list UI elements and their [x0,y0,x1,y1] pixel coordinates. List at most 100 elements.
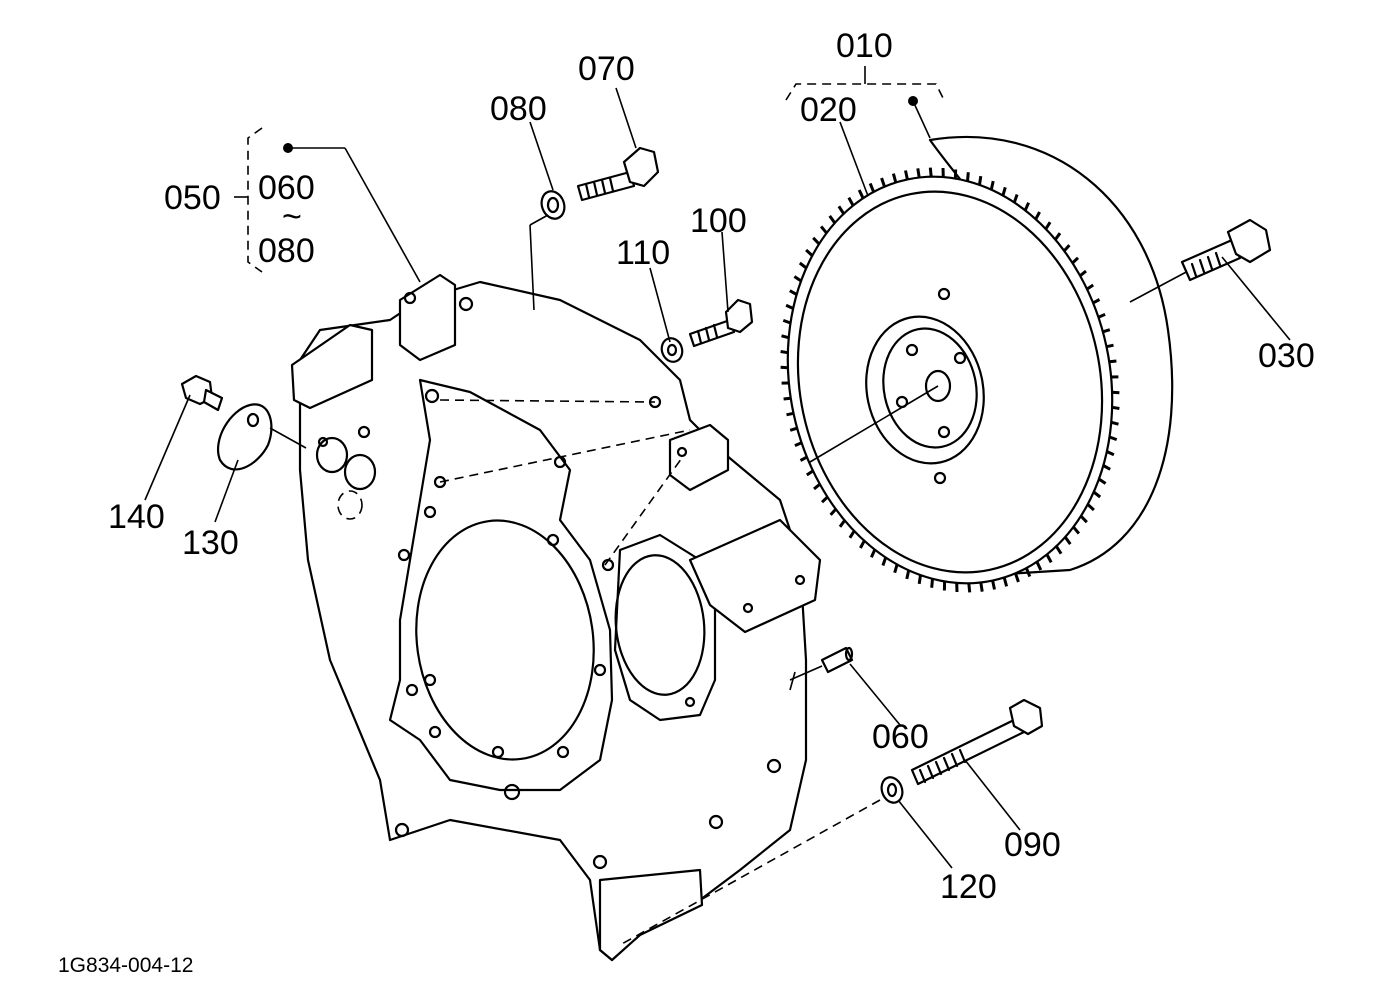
flywheel-housing [290,273,822,962]
gear-tooth [782,318,792,325]
plug-140 [180,374,224,412]
gear-tooth [1102,328,1111,334]
bolt-070 [529,146,660,311]
cover-plate-130 [217,403,307,471]
gear-tooth [1092,490,1102,499]
bracket-050 [234,127,421,283]
gear-tooth [904,170,909,180]
label-120: 120 [940,868,997,906]
gear-tooth [917,574,922,585]
gear-tooth [1092,298,1101,305]
gear-tooth [785,303,794,310]
gear-tooth [848,530,856,539]
gear-tooth [1023,202,1030,212]
gear-tooth [783,396,791,401]
gear-tooth [1111,390,1120,395]
gear-tooth [1109,359,1117,364]
gear-tooth [1054,232,1062,241]
label-080: 080 [490,90,547,128]
gear-tooth [1098,477,1107,485]
gear-tooth [781,334,790,340]
label-050: 050 [164,179,221,217]
label-030: 030 [1258,337,1315,375]
gear-tooth [789,426,798,432]
bolt-100 [660,298,754,363]
gear-tooth [847,196,855,207]
gear-tooth [838,519,846,528]
gear-tooth [1055,545,1063,555]
dowel-pin-060 [789,646,854,691]
gear-tooth [812,236,821,246]
drawing-code: 1G834-004-12 [58,954,193,977]
gear-tooth [978,175,983,186]
gear-tooth [870,548,877,558]
gear-tooth [798,261,808,270]
label-070: 070 [578,50,635,88]
gear-tooth [880,177,886,188]
gear-tooth [1045,553,1053,564]
gear-tooth [829,508,837,516]
ring-gear-teeth [780,167,1120,593]
label-130: 130 [182,524,239,562]
label-020: 020 [800,91,857,129]
gear-tooth [966,172,970,182]
gear-tooth [1025,567,1032,578]
gear-tooth [805,469,814,477]
gear-tooth [1106,450,1115,457]
gear-tooth [1063,536,1072,545]
gear-tooth [881,557,888,566]
gear-tooth [868,182,875,193]
gear-tooth [837,205,845,215]
label-140: 140 [108,498,165,536]
label-060-range-start: 060 [258,169,315,207]
gear-tooth [789,289,798,296]
gear-tooth [793,275,802,283]
gear-tooth [799,455,808,462]
label-110: 110 [616,234,670,272]
gear-tooth [967,583,972,593]
label-090: 090 [1004,826,1061,864]
gear-tooth [1106,343,1114,349]
gear-tooth [819,225,828,235]
gear-tooth [780,365,789,370]
gear-tooth [813,483,821,491]
gear-tooth [905,569,911,580]
gear-tooth [805,248,814,257]
gear-tooth [891,173,898,183]
gear-tooth [1110,420,1119,426]
gear-tooth [1079,514,1088,524]
gear-tooth [1086,503,1095,512]
gear-tooth [1044,221,1052,230]
gear-tooth [916,168,921,178]
bracket-010 [785,66,945,197]
gear-tooth [780,350,789,355]
gear-tooth [1086,283,1095,291]
label-100: 100 [690,202,747,240]
flywheel [780,135,1174,593]
gear-tooth [1072,525,1081,535]
gear-tooth [1063,244,1071,252]
flywheel-bolt [1129,218,1272,303]
gear-tooth [1111,405,1120,410]
gear-tooth [794,441,803,447]
gear-tooth [820,495,829,504]
gear-tooth [1012,194,1019,203]
gear-tooth [828,215,837,224]
bolt-090 [619,698,1044,946]
label-080-range-end: 080 [258,232,315,270]
gear-tooth [1002,577,1009,587]
gear-tooth [1071,256,1080,265]
gear-tooth [928,167,933,177]
range-tilde: ~ [282,198,302,236]
gear-tooth [930,578,934,588]
label-010: 010 [836,27,893,65]
gear-tooth [991,580,996,590]
gear-tooth [859,540,866,549]
gear-tooth [1035,561,1043,571]
gear-tooth [786,411,794,417]
gear-tooth [1001,186,1007,197]
gear-tooth [1014,572,1020,583]
gear-tooth [1102,464,1111,471]
gear-tooth [1079,269,1087,277]
